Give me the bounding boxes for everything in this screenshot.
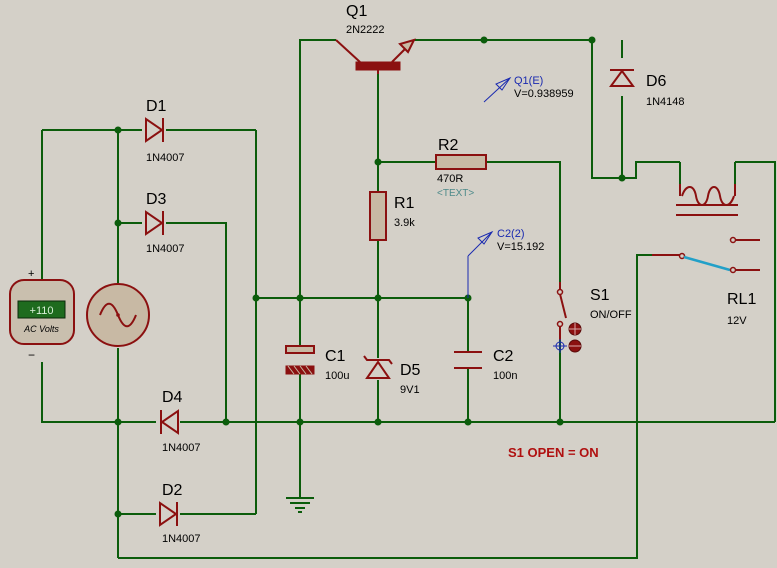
r2-value: 470R — [437, 173, 463, 185]
rl1-ref: RL1 — [727, 291, 756, 308]
ground-symbol — [290, 502, 310, 513]
ac-voltmeter[interactable]: +110 AC Volts + − — [9, 268, 75, 362]
diode-d3[interactable]: D3 1N4007 — [145, 191, 185, 255]
relay-rl1[interactable]: RL1 12V — [652, 184, 760, 327]
s1-ref: S1 — [590, 287, 610, 304]
diode-d4[interactable]: D4 1N4007 — [160, 389, 201, 454]
capacitor-c1[interactable]: C1 100u — [285, 345, 349, 382]
voltmeter-reading: +110 — [30, 305, 54, 317]
resistor-r1[interactable]: R1 3.9k — [369, 191, 415, 241]
diode-d2[interactable]: D2 1N4007 — [159, 482, 201, 545]
probe-c2-value: V=15.192 — [497, 241, 544, 253]
transistor-q1[interactable]: Q1 2N2222 — [335, 3, 416, 74]
relay-contact-arm — [683, 255, 731, 272]
voltmeter-minus: − — [28, 348, 35, 362]
capacitor-c2[interactable]: C2 100n — [454, 348, 517, 382]
d2-ref: D2 — [162, 482, 183, 499]
rl1-value: 12V — [727, 315, 747, 327]
q1-value: 2N2222 — [346, 24, 385, 36]
voltage-probe-q1e[interactable]: Q1(E) V=0.938959 — [483, 75, 574, 103]
c1-value: 100u — [325, 370, 349, 382]
voltmeter-plus: + — [28, 268, 34, 280]
d4-ref: D4 — [162, 389, 183, 406]
d4-value: 1N4007 — [162, 442, 201, 454]
r2-ref: R2 — [438, 137, 459, 154]
c1-ref: C1 — [325, 348, 346, 365]
schematic-note: S1 OPEN = ON — [508, 445, 599, 460]
s1-value: ON/OFF — [590, 309, 632, 321]
r1-value: 3.9k — [394, 217, 415, 229]
diode-d6[interactable]: D6 1N4148 — [609, 69, 685, 108]
d1-value: 1N4007 — [146, 152, 185, 164]
d6-ref: D6 — [646, 73, 667, 90]
q1-ref: Q1 — [346, 3, 367, 20]
d6-value: 1N4148 — [646, 96, 685, 108]
resistor-r2[interactable]: R2 470R <TEXT> — [435, 137, 487, 199]
c2-value: 100n — [493, 370, 517, 382]
voltage-probe-c2[interactable]: C2(2) V=15.192 — [467, 228, 544, 298]
switch-s1[interactable]: S1 ON/OFF — [553, 282, 632, 353]
probe-q1e-name: Q1(E) — [514, 75, 543, 87]
r2-text-placeholder: <TEXT> — [437, 188, 474, 199]
d3-value: 1N4007 — [146, 243, 185, 255]
d3-ref: D3 — [146, 191, 167, 208]
probe-q1e-value: V=0.938959 — [514, 88, 574, 100]
ac-source[interactable] — [86, 283, 150, 347]
probe-c2-name: C2(2) — [497, 228, 525, 240]
r1-ref: R1 — [394, 195, 415, 212]
d5-value: 9V1 — [400, 384, 420, 396]
voltmeter-label: AC Volts — [23, 324, 59, 334]
zener-d5[interactable]: D5 9V1 — [363, 355, 421, 396]
d5-ref: D5 — [400, 362, 421, 379]
d1-ref: D1 — [146, 98, 167, 115]
diode-d1[interactable]: D1 1N4007 — [145, 98, 185, 164]
wires — [41, 39, 776, 559]
voltmeter-display — [17, 300, 66, 319]
d2-value: 1N4007 — [162, 533, 201, 545]
c2-ref: C2 — [493, 348, 514, 365]
